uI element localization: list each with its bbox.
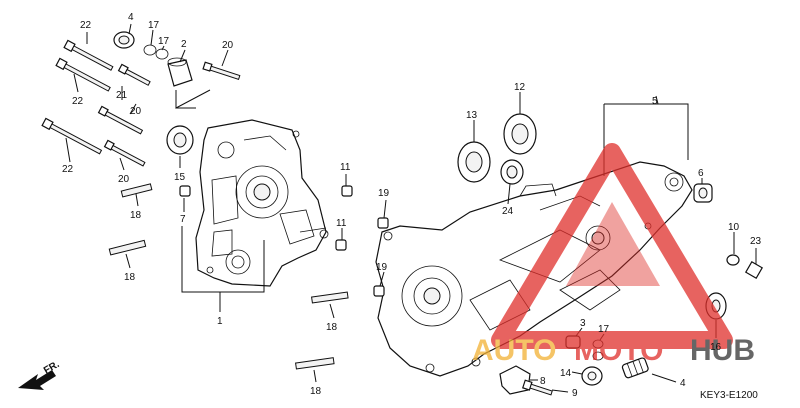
callout-4b: 4	[680, 378, 686, 389]
bearing-13	[457, 141, 491, 183]
callout-18d: 18	[310, 386, 322, 397]
callout-20b: 20	[130, 106, 142, 117]
bolt-9	[522, 379, 553, 396]
callout-20a: 20	[222, 40, 234, 51]
watermark-text-moto: MOTO	[574, 334, 663, 367]
callout-8: 8	[540, 376, 546, 387]
callout-4a: 4	[128, 12, 134, 23]
dowel-7	[179, 185, 191, 197]
front-arrow-icon: FR.	[18, 359, 62, 390]
callout-14: 14	[560, 368, 572, 379]
oring-17-top	[143, 44, 169, 60]
bushing-6	[693, 183, 713, 203]
callout-17b: 17	[158, 36, 170, 47]
callout-15: 15	[174, 172, 186, 183]
bearing-15	[166, 125, 194, 155]
watermark-triangle-icon	[491, 143, 733, 349]
watermark-text-hub: HUB	[690, 334, 755, 367]
callout-13: 13	[466, 110, 478, 121]
front-marker-label: FR.	[42, 359, 62, 377]
callout-22b: 22	[72, 96, 84, 107]
oil-seal-24	[500, 159, 524, 185]
callout-7: 7	[180, 214, 186, 225]
left-crankcase	[195, 119, 329, 287]
callout-9: 9	[572, 388, 578, 399]
diagram-code: KEY3-E1200	[700, 390, 758, 401]
callout-18c: 18	[326, 322, 338, 333]
dowels-11	[335, 185, 353, 251]
callout-2: 2	[181, 39, 187, 50]
bolt-23	[744, 260, 764, 280]
bolt-group-upper-left	[41, 39, 241, 167]
callout-10: 10	[728, 222, 740, 233]
callout-17c: 17	[598, 324, 610, 335]
callout-20c: 20	[118, 174, 130, 185]
callout-22c: 22	[62, 164, 74, 175]
callout-3: 3	[580, 318, 586, 329]
plug-4-bottom	[621, 357, 649, 379]
oil-seal-4-top	[113, 31, 135, 49]
bearing-12	[503, 113, 537, 155]
callout-16: 16	[710, 342, 722, 353]
callout-12: 12	[514, 82, 526, 93]
callout-1: 1	[217, 316, 223, 327]
callout-labels: 22 4 17 17 2 20 22 21 20 22 20 15 7 18 1…	[62, 12, 762, 399]
dowels-19	[373, 217, 389, 297]
callout-19a: 19	[378, 188, 390, 199]
callout-19b: 19	[376, 262, 388, 273]
callout-18a: 18	[130, 210, 142, 221]
callout-17a: 17	[148, 20, 160, 31]
washer-10	[726, 254, 740, 266]
collar-2	[167, 57, 193, 87]
callout-24: 24	[502, 206, 514, 217]
callout-11a: 11	[340, 162, 351, 173]
stud-bolts	[108, 183, 349, 370]
callout-6: 6	[698, 168, 704, 179]
callout-11b: 11	[336, 218, 347, 229]
callout-5: 5	[652, 96, 658, 107]
watermark: AUTO MOTO HUB	[472, 143, 755, 367]
callout-22a: 22	[80, 20, 92, 31]
watermark-text-auto: AUTO	[472, 334, 556, 367]
callout-18b: 18	[124, 272, 136, 283]
callout-23: 23	[750, 236, 762, 247]
callout-21: 21	[116, 90, 128, 101]
oil-seal-14	[581, 366, 603, 386]
